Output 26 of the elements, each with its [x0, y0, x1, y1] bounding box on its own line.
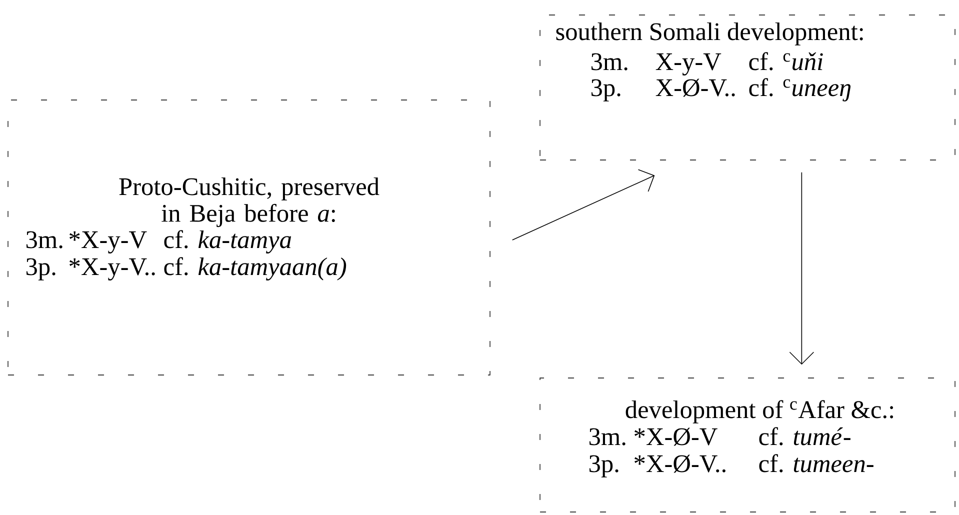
table-cell: *X-Ø-V.. — [634, 454, 726, 473]
table-cell: X-y-V — [656, 53, 722, 76]
table-cell: *X-Ø-V — [634, 428, 718, 446]
table-cell: 3p. — [592, 79, 620, 102]
table-cell: *X-y-V — [70, 231, 147, 254]
table-cell: cf. ka-tamya — [164, 230, 292, 254]
dashed-box — [540, 14, 956, 160]
heading: southern Somali development: — [556, 22, 863, 46]
table-cell: 3p. — [26, 258, 56, 280]
heading: Proto-Cushitic, preserved in Beja before a: — [119, 177, 380, 228]
table-cell: X-Ø-V.. — [656, 78, 735, 97]
table-cell: 3m. — [592, 53, 628, 70]
table-cell: *X-y-V.. — [70, 258, 155, 280]
table-cell: cf. $^{c}$uňi — [749, 52, 823, 70]
table-cell: cf. tumeen- — [759, 454, 874, 472]
table-cell: 3m. — [26, 231, 62, 248]
table-cell: 3p. — [590, 455, 618, 478]
heading: development of $^{c}$Afar &c.: — [626, 400, 894, 424]
table-cell: cf. ka-tamyaan(a) — [164, 257, 346, 280]
table-cell: cf. $^{c}$uneeŋ — [749, 78, 850, 102]
arrow — [512, 169, 655, 240]
dashed-box — [8, 100, 490, 376]
table-cell: cf. tumé- — [759, 427, 850, 446]
dashed-box — [540, 378, 956, 512]
table-cell: 3m. — [590, 428, 626, 446]
arrow — [789, 172, 814, 365]
